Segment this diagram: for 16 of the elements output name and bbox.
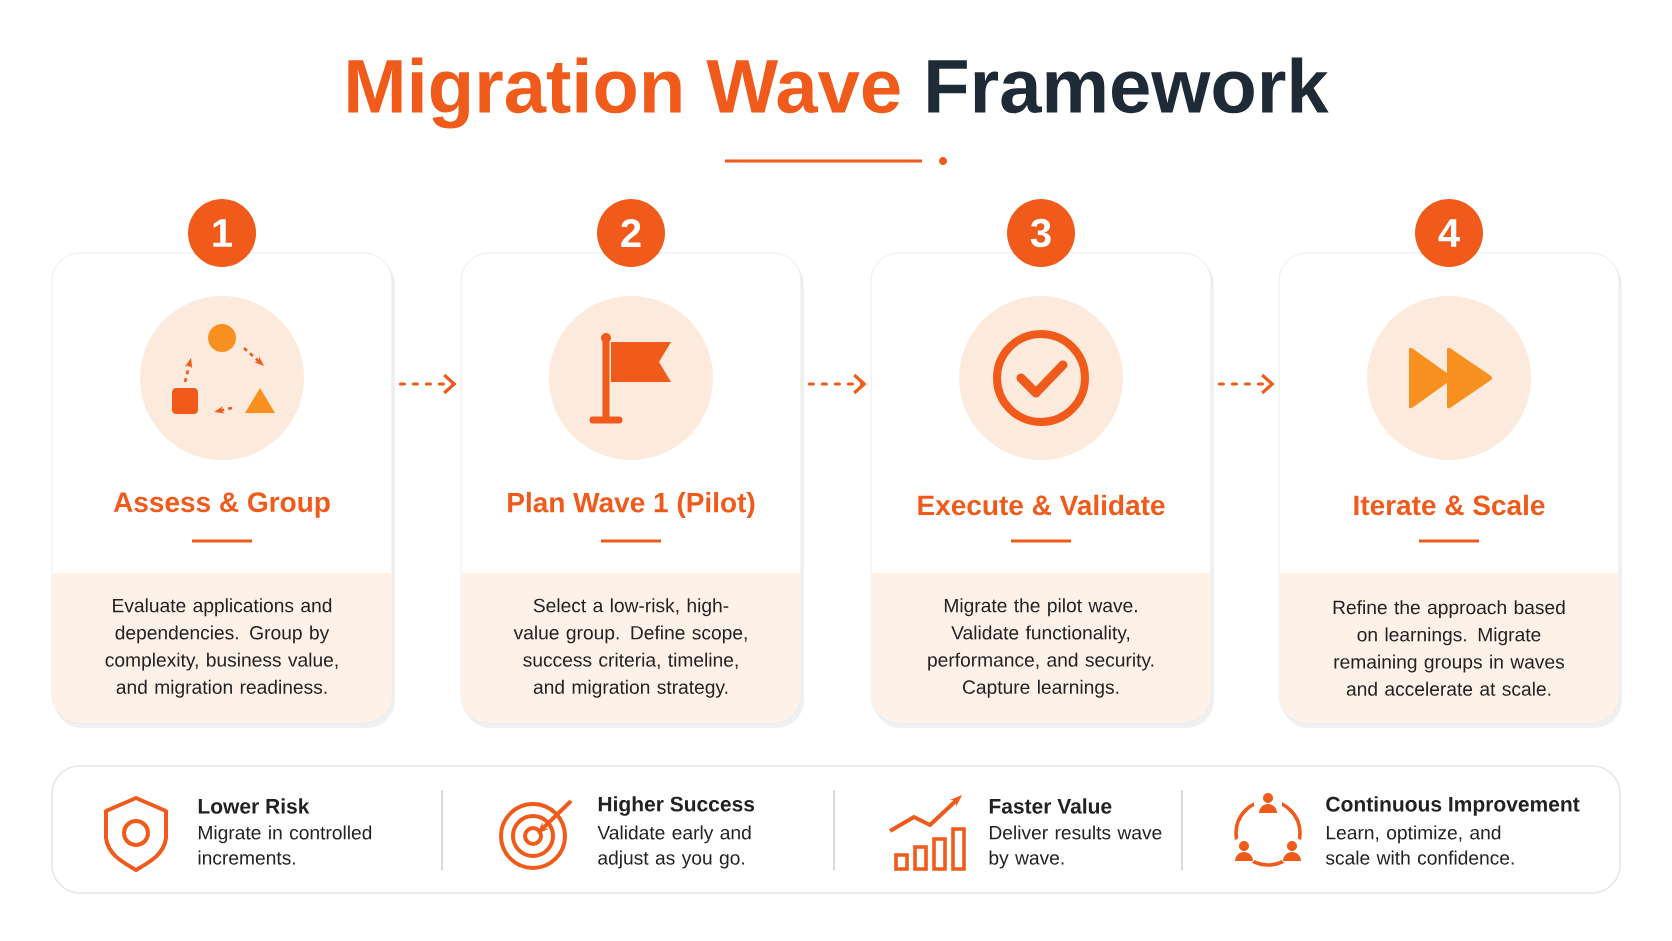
benefit-heading: Continuous Improvement — [1326, 796, 1580, 816]
benefit-heading: Lower Risk — [198, 798, 310, 814]
benefit-heading: Higher Success — [598, 796, 755, 816]
step-number-badge: 2 — [597, 199, 665, 267]
step-number-badge: 4 — [1415, 199, 1483, 267]
benefit-description: Deliver results wave by wave. — [989, 825, 1162, 869]
benefit-description: Learn, optimize, and scale with confidence. — [1325, 825, 1514, 865]
arrow — [807, 373, 867, 395]
arrow — [1217, 373, 1275, 395]
title: Migration Wave Framework — [348, 57, 1329, 129]
benefit-heading: Faster Value — [989, 798, 1112, 814]
arrow — [398, 373, 457, 395]
benefit-description: Validate early and adjust as you go. — [597, 825, 751, 869]
step-number-badge: 1 — [188, 199, 256, 267]
benefit-description: Migrate in controlled increments. — [198, 825, 372, 865]
step-number-badge: 3 — [1007, 199, 1075, 267]
